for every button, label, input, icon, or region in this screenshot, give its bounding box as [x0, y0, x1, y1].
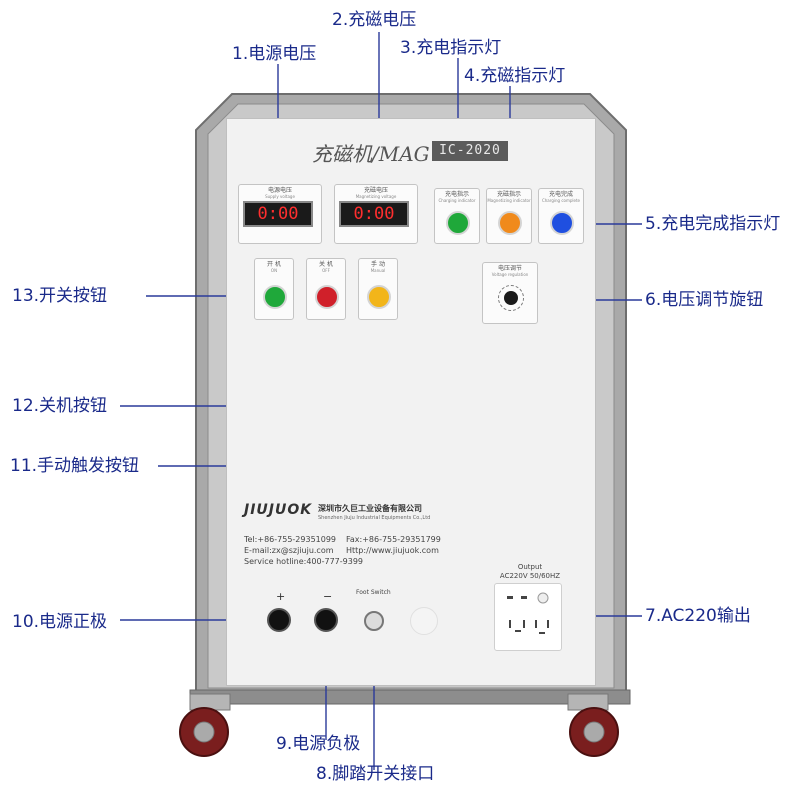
output-spec: AC220V 50/60HZ	[499, 572, 561, 580]
power-on-module: 开 机 ON	[254, 258, 294, 320]
magnetizing-voltage-value: 0:00	[353, 204, 395, 224]
magnetizing-indicator-sub: Magnetizing indicator	[487, 198, 531, 203]
callout-5: 5.充电完成指示灯	[645, 214, 781, 234]
company-logo: JIUJUOK	[244, 502, 313, 518]
magnetizing-voltage-meter: 0:00	[339, 201, 409, 227]
charging-complete-module: 充电完成 Charging complete	[538, 188, 584, 244]
output-label: Output AC220V 50/60HZ	[496, 563, 564, 581]
output-title: Output	[517, 563, 543, 571]
charging-indicator-sub: Charging indicator	[438, 198, 476, 203]
charging-complete-sub: Charging complete	[541, 198, 581, 203]
callout-1: 1.电源电压	[232, 44, 317, 64]
callout-2: 2.充磁电压	[332, 10, 417, 30]
charging-indicator-lamp	[446, 211, 470, 235]
company-tel: Tel:+86-755-29351099	[244, 535, 337, 544]
magnetizing-voltage-label: 充磁电压	[363, 187, 388, 194]
right-caster	[567, 693, 619, 757]
voltage-knob-dial	[498, 285, 524, 311]
magnetizing-indicator-label: 充磁指示	[496, 191, 521, 198]
company-web: Http://www.jiujuok.com	[346, 546, 439, 555]
company-fax: Fax:+86-755-29351799	[346, 535, 441, 544]
socket-holes-icon	[507, 592, 549, 634]
manual-trigger-sub: Manual	[370, 268, 386, 273]
ac-output-socket[interactable]	[494, 583, 562, 651]
supply-voltage-value: 0:00	[257, 204, 299, 224]
power-off-sub: OFF	[322, 268, 330, 273]
supply-voltage-module: 电源电压 Supply voltage 0:00	[238, 184, 322, 244]
voltage-knob-sub: Voltage regulation	[491, 272, 529, 277]
supply-voltage-meter: 0:00	[243, 201, 313, 227]
charging-complete-label: 充电完成	[548, 191, 573, 198]
callout-10: 10.电源正极	[12, 612, 108, 632]
callout-8: 8.脚踏开关接口	[316, 764, 435, 784]
power-off-button[interactable]	[315, 285, 339, 309]
negative-sign: −	[323, 590, 333, 603]
model-plate: IC-2020	[432, 141, 508, 161]
cabinet-base	[189, 689, 631, 705]
company-name-cn: 深圳市久巨工业设备有限公司	[318, 504, 422, 513]
power-off-label: 关 机	[319, 261, 333, 268]
foot-switch-jack[interactable]	[364, 611, 384, 631]
callout-6: 6.电压调节旋钮	[645, 290, 764, 310]
power-on-button[interactable]	[263, 285, 287, 309]
charging-indicator-label: 充电指示	[444, 191, 469, 198]
company-hotline: Service hotline:400-777-9399	[244, 557, 364, 566]
foot-switch-label: Foot Switch	[356, 589, 391, 596]
positive-sign: +	[276, 590, 286, 603]
positive-terminal[interactable]	[267, 608, 291, 632]
power-off-module: 关 机 OFF	[306, 258, 346, 320]
company-name-en: Shenzhen Jiuju Industrial Equipments Co.…	[318, 515, 431, 521]
charging-indicator-module: 充电指示 Charging indicator	[434, 188, 480, 244]
voltage-knob-module: 电压调节 Voltage regulation	[482, 262, 538, 324]
callout-13: 13.开关按钮	[12, 286, 108, 306]
callout-12: 12.关机按钮	[12, 396, 108, 416]
charging-complete-lamp	[550, 211, 574, 235]
callout-7: 7.AC220输出	[645, 606, 751, 626]
callout-9: 9.电源负极	[276, 734, 361, 754]
brand-title: 充磁机/MAG	[312, 142, 430, 166]
magnetizing-indicator-module: 充磁指示 Magnetizing indicator	[486, 188, 532, 244]
left-caster	[179, 693, 231, 757]
callout-11: 11.手动触发按钮	[10, 456, 140, 476]
power-on-sub: ON	[270, 268, 278, 273]
negative-terminal[interactable]	[314, 608, 338, 632]
manual-trigger-label: 手 动	[371, 261, 385, 268]
supply-voltage-sub: Supply voltage	[265, 194, 295, 199]
magnetizing-indicator-lamp	[498, 211, 522, 235]
blank-port	[410, 607, 438, 635]
supply-voltage-label: 电源电压	[267, 187, 292, 194]
magnetizing-voltage-module: 充磁电压 Magnetizing voltage 0:00	[334, 184, 418, 244]
company-email: E-mail:zx@szjiuju.com	[244, 546, 334, 555]
manual-trigger-module: 手 动 Manual	[358, 258, 398, 320]
callout-3: 3.充电指示灯	[400, 38, 502, 58]
manual-trigger-button[interactable]	[367, 285, 391, 309]
power-on-label: 开 机	[267, 261, 281, 268]
magnetizing-voltage-sub: Magnetizing voltage	[355, 194, 397, 199]
voltage-knob-label: 电压调节	[497, 265, 522, 272]
voltage-regulation-knob[interactable]	[504, 291, 518, 305]
callout-4: 4.充磁指示灯	[464, 66, 566, 86]
